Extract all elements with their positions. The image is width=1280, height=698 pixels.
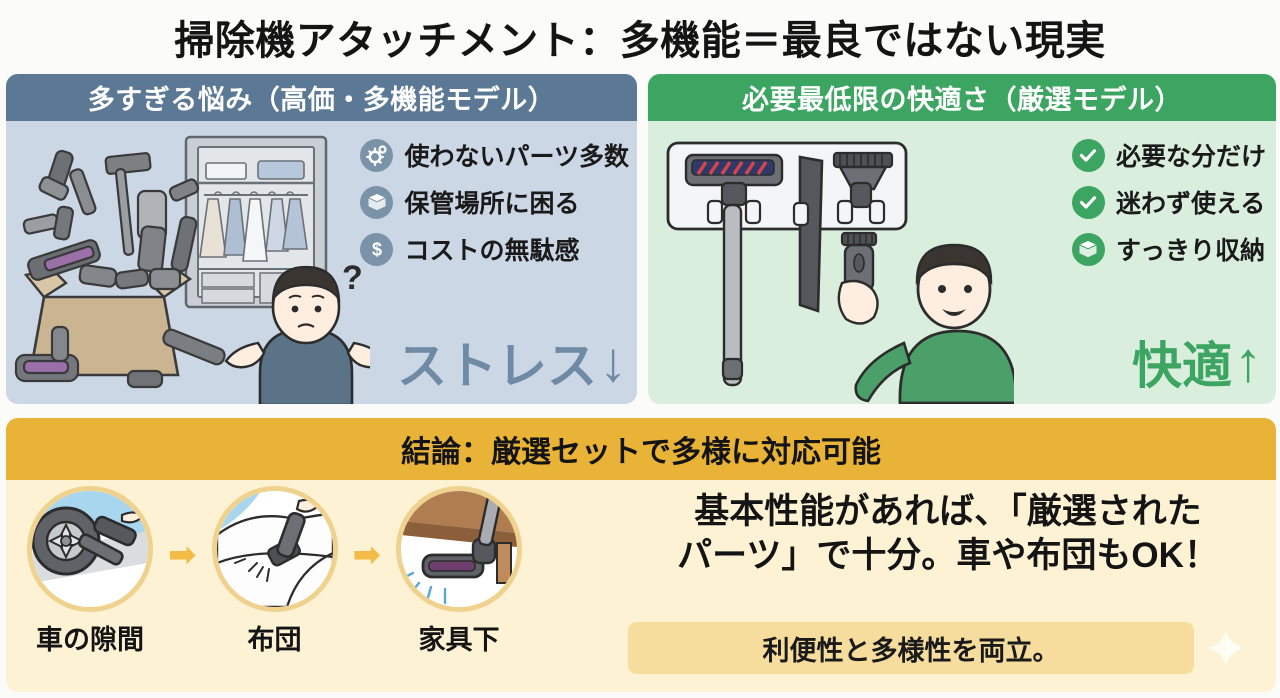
arrow-right-icon: ➡: [352, 536, 382, 574]
illustration-clutter: ?: [14, 135, 370, 404]
dollar-icon: $: [360, 232, 394, 266]
list-item: 保管場所に困る: [360, 184, 629, 220]
status-stress: ストレス ↓: [397, 326, 627, 398]
step-label: 布団: [247, 625, 302, 655]
list-item: $ コストの無駄感: [360, 231, 629, 267]
svg-text:$: $: [372, 240, 382, 260]
panel-problems: 多すぎる悩み（高価・多機能モデル）: [6, 74, 637, 404]
conclusion-line-1: 基本性能があれば、「厳選された: [694, 492, 1202, 531]
car-wheel-crevice-icon: [27, 486, 153, 612]
box-icon: [360, 185, 394, 219]
arrow-right-icon: ➡: [168, 536, 197, 574]
list-item: すっきり収納: [1071, 231, 1266, 267]
conclusion-text: 基本性能があれば、「厳選された パーツ」で十分。車や布団もOK！: [618, 490, 1276, 578]
panel-benefits-body: 必要な分だけ 迷わず使える: [648, 121, 1276, 404]
panel-benefits: 必要最低限の快適さ（厳選モデル）: [648, 74, 1276, 404]
step-under-furniture: 家具下: [389, 486, 529, 657]
page-title: 掃除機アタッチメント：多機能＝最良ではない現実: [174, 19, 1106, 63]
list-item: 使わないパーツ多数: [360, 137, 629, 173]
panel-problems-heading: 多すぎる悩み（高価・多機能モデル）: [6, 74, 637, 121]
list-item-label: 保管場所に困る: [404, 190, 580, 218]
list-item-label: 迷わず使える: [1115, 190, 1266, 218]
use-case-steps: 車の隙間 ➡: [20, 486, 529, 657]
list-item-label: コストの無駄感: [404, 237, 580, 265]
list-item-label: すっきり収納: [1115, 237, 1265, 265]
illustration-organized-rack: [666, 141, 1014, 404]
step-label: 家具下: [418, 625, 500, 655]
panel-problems-body: ?: [6, 121, 637, 404]
status-stress-label: ストレス: [397, 338, 597, 394]
check-circle-icon: [1071, 185, 1105, 219]
panel-benefits-heading: 必要最低限の快適さ（厳選モデル）: [648, 74, 1276, 121]
step-car-crevice: 車の隙間: [20, 486, 160, 657]
list-item: 必要な分だけ: [1071, 137, 1266, 173]
summary-pill: 利便性と多様性を両立。: [628, 622, 1194, 674]
status-comfort-label: 快適: [1132, 338, 1232, 394]
problems-bullet-list: 使わないパーツ多数 保管場所に困る: [360, 137, 629, 267]
svg-text:?: ?: [342, 259, 363, 297]
list-item: 迷わず使える: [1071, 184, 1266, 220]
step-label: 車の隙間: [36, 625, 144, 655]
conclusion-body: 車の隙間 ➡: [6, 480, 1276, 692]
benefits-bullet-list: 必要な分だけ 迷わず使える: [1071, 137, 1266, 267]
under-furniture-icon: [396, 486, 522, 612]
check-circle-icon: [1071, 138, 1105, 172]
conclusion-heading: 結論：厳選セットで多様に対応可能: [6, 418, 1276, 480]
sparkle-icon: [1206, 628, 1246, 668]
list-item-label: 使わないパーツ多数: [404, 143, 629, 171]
step-futon: 布団: [205, 486, 345, 657]
gears-icon: [360, 138, 394, 172]
futon-brush-icon: [211, 486, 338, 612]
list-item-label: 必要な分だけ: [1115, 143, 1266, 171]
conclusion-line-2: パーツ」で十分。車や布団もOK！: [677, 536, 1219, 576]
summary-pill-label: 利便性と多様性を両立。: [762, 635, 1060, 666]
arrow-up-icon: ↑: [1234, 330, 1262, 393]
box-icon: [1071, 232, 1105, 266]
arrow-down-icon: ↓: [599, 330, 627, 393]
status-comfort: 快適 ↑: [1132, 326, 1262, 398]
